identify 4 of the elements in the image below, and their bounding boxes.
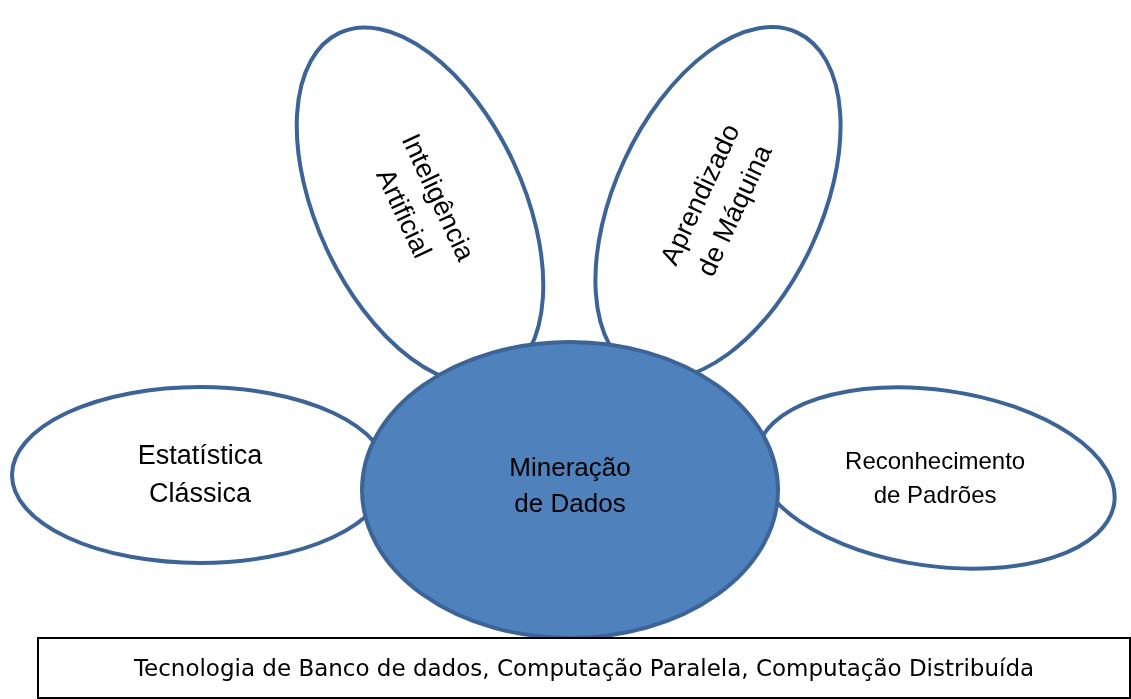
node-label: Mineração de Dados: [509, 450, 631, 520]
node-label: Estatística Clássica: [137, 439, 263, 510]
node-label: Reconhecimento de Padrões: [844, 446, 1026, 510]
node-label: Tecnologia de Banco de dados, Computação Paralela, Computação Distribuída: [133, 653, 1035, 683]
